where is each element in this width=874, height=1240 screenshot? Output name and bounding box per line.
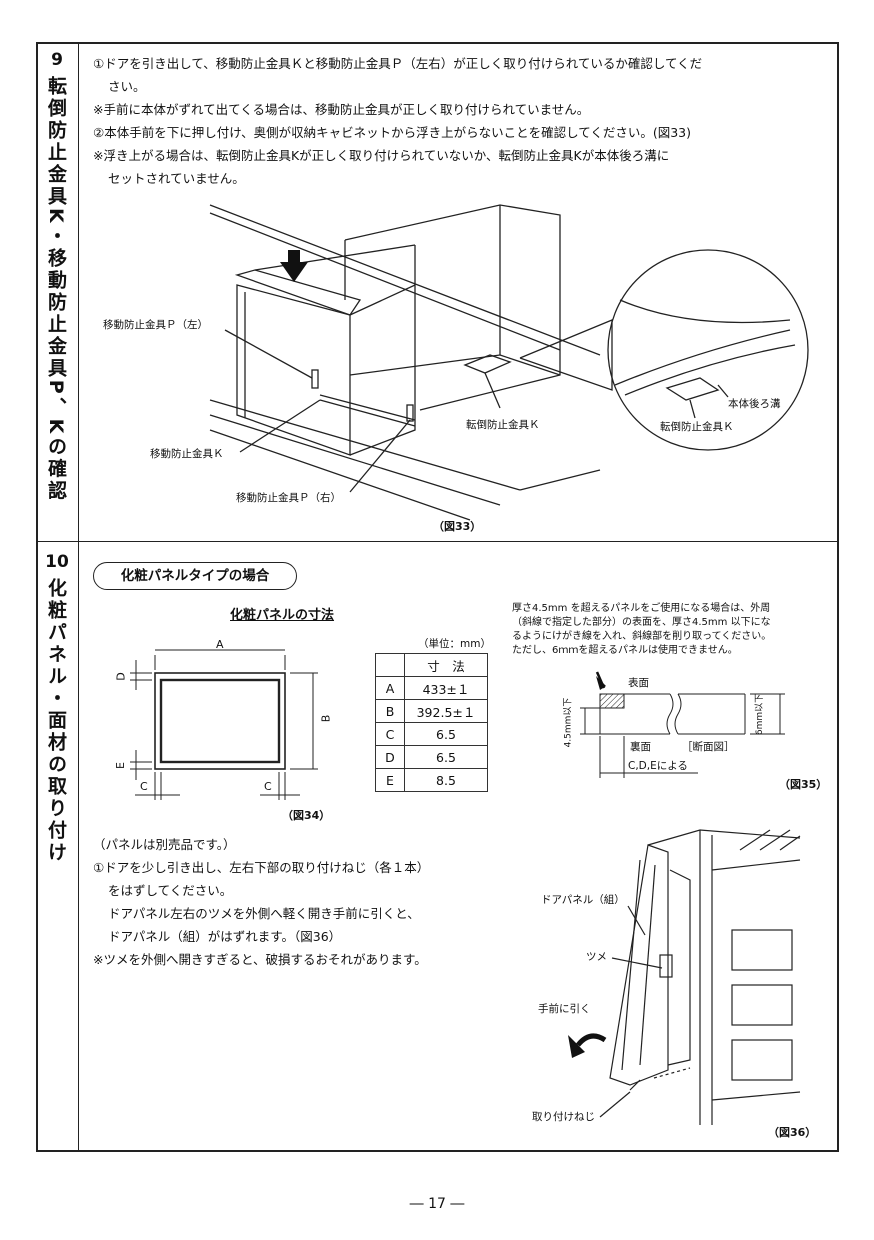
fig35-back-label: 裏面 bbox=[630, 741, 651, 753]
row-value: 433±１ bbox=[404, 676, 488, 700]
section10-body-6: ※ツメを外側へ開きすぎると、破損するおそれがあります。 bbox=[93, 952, 427, 967]
fig35-caption: （図35） bbox=[779, 778, 828, 791]
column-divider bbox=[78, 42, 79, 1152]
section10-title: 化粧パネル・面材の取り付け bbox=[45, 578, 67, 864]
thickness-note-1: 厚さ4.5mm を超えるパネルをご使用になる場合は、外周 bbox=[512, 603, 771, 614]
row-key: B bbox=[375, 699, 405, 723]
section10-body-5: ドアパネル（組）がはずれます。（図36） bbox=[108, 929, 342, 944]
table-row: D 6.5 bbox=[375, 745, 488, 769]
row-value: 8.5 bbox=[404, 768, 488, 792]
label-tip-k: 転倒防止金具Ｋ bbox=[466, 419, 540, 431]
label-door-panel: ドアパネル（組） bbox=[541, 894, 625, 906]
section9-line-4: ②本体手前を下に押し付け、奥側が収納キャビネットから浮き上がらないことを確認して… bbox=[93, 125, 691, 140]
table-header: 寸 法 bbox=[404, 653, 488, 677]
panel-dimensions-heading: 化粧パネルの寸法 bbox=[230, 608, 335, 623]
section10-number: 10 bbox=[45, 552, 69, 572]
fig35-right-dim: 6mm以下 bbox=[755, 693, 766, 736]
table-row: B 392.5±１ bbox=[375, 699, 488, 723]
fig35-front-label: 表面 bbox=[628, 677, 649, 689]
label-move-p-left: 移動防止金具Ｐ（左） bbox=[103, 319, 208, 331]
fig35-section-label: ［断面図］ bbox=[682, 741, 735, 753]
dim-d-label: D bbox=[114, 672, 128, 681]
table-row: E 8.5 bbox=[375, 768, 488, 792]
panel-type-heading: 化粧パネルタイプの場合 bbox=[93, 562, 297, 590]
section9-number: 9 bbox=[51, 50, 63, 70]
dim-c2-label: C bbox=[264, 780, 272, 793]
fig35-cde-label: C,D,Eによる bbox=[628, 760, 688, 772]
fig33-caption: （図33） bbox=[433, 520, 482, 533]
row-key: C bbox=[375, 722, 405, 746]
dim-e-label: E bbox=[113, 762, 127, 769]
label-rear-groove: 本体後ろ溝 bbox=[728, 398, 781, 410]
fig35-left-dim: 4.5mm以下 bbox=[563, 697, 574, 748]
page-number: ― 17 ― bbox=[409, 1196, 465, 1212]
section10-body-2: ①ドアを少し引き出し、左右下部の取り付けねじ（各１本） bbox=[93, 860, 430, 875]
section9-line-5: ※浮き上がる場合は、転倒防止金具Kが正しく取り付けられていないか、転倒防止金具K… bbox=[93, 148, 670, 163]
section10-body-4: ドアパネル左右のツメを外側へ軽く開き手前に引くと、 bbox=[108, 906, 420, 921]
label-tip-k-zoom: 転倒防止金具Ｋ bbox=[660, 421, 734, 433]
section9-line-1: ①ドアを引き出して、移動防止金具Ｋと移動防止金具Ｐ（左右）が正しく取り付けられて… bbox=[93, 56, 703, 71]
section10-body-3: をはずしてください。 bbox=[108, 883, 233, 898]
page-frame bbox=[36, 42, 839, 1152]
table-row: A 433±１ bbox=[375, 676, 488, 700]
section9-line-6: セットされていません。 bbox=[108, 171, 245, 186]
dim-c1-label: C bbox=[140, 780, 148, 793]
row-value: 392.5±１ bbox=[404, 699, 488, 723]
row-key: A bbox=[375, 676, 405, 700]
row-value: 6.5 bbox=[404, 722, 488, 746]
label-move-p-right: 移動防止金具Ｐ（右） bbox=[236, 492, 341, 504]
label-move-k: 移動防止金具Ｋ bbox=[150, 448, 224, 460]
row-key: D bbox=[375, 745, 405, 769]
thickness-note-2: （斜線で指定した部分）の表面を、厚さ4.5mm 以下にな bbox=[512, 617, 771, 628]
table-header-row: 寸 法 bbox=[375, 653, 488, 677]
fig36-caption: （図36） bbox=[768, 1126, 817, 1139]
label-screw: 取り付けねじ bbox=[532, 1111, 595, 1123]
thickness-note-4: ただし、6ｍｍを超えるパネルは使用できません。 bbox=[512, 645, 738, 656]
dim-b-label: B bbox=[319, 714, 333, 723]
dimension-table: 寸 法 A 433±１ B 392.5±１ C 6.5 D 6.5 E 8.5 bbox=[375, 653, 488, 792]
fig34-caption: （図34） bbox=[282, 809, 331, 822]
label-tsume: ツメ bbox=[586, 951, 607, 963]
section9-line-2: さい。 bbox=[108, 79, 146, 94]
table-row: C 6.5 bbox=[375, 722, 488, 746]
section-divider bbox=[36, 541, 839, 542]
dim-a-label: A bbox=[216, 638, 224, 651]
section10-body-1: （パネルは別売品です。） bbox=[93, 837, 236, 852]
label-pull-forward: 手前に引く bbox=[538, 1003, 591, 1015]
thickness-note-3: るようにけがき線を入れ、斜線部を削り取ってください。 bbox=[512, 631, 772, 642]
row-key: E bbox=[375, 768, 405, 792]
section9-title: 転倒防止金具K・移動防止金具P、Kの確認 bbox=[45, 76, 67, 503]
unit-label: （単位：mm） bbox=[418, 638, 491, 650]
row-value: 6.5 bbox=[404, 745, 488, 769]
section9-line-3: ※手前に本体がずれて出てくる場合は、移動防止金具が正しく取り付けられていません。 bbox=[93, 102, 590, 117]
